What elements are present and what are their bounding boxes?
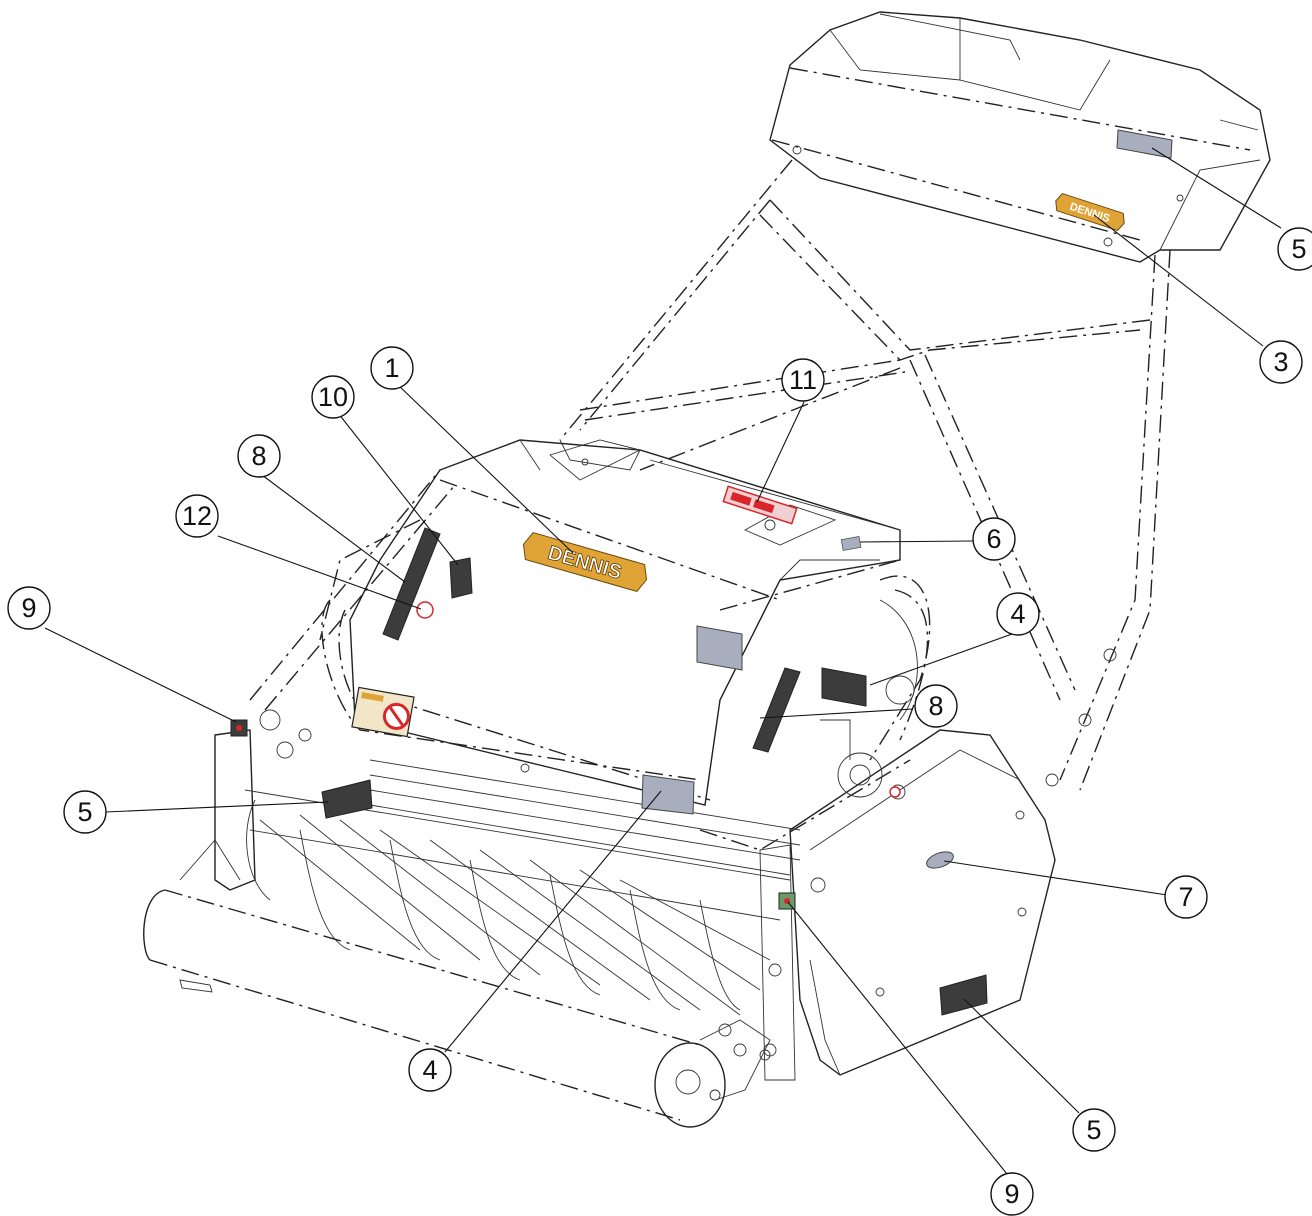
decal-11: [722, 485, 798, 525]
callout-11: 11: [781, 358, 825, 402]
left-side-plate: [179, 469, 456, 891]
callout-12: 12: [175, 494, 219, 538]
logo-decal-hood: DENNIS: [522, 531, 648, 593]
svg-text:6: 6: [986, 524, 1001, 554]
mower-body: [349, 439, 901, 806]
decal-12: [416, 601, 434, 619]
decals: DENNIS DENNIS: [230, 129, 1173, 1016]
callout-5-bottom: 5: [1072, 1108, 1116, 1152]
decal-5-box: [1116, 129, 1173, 159]
decal-red-dot: [889, 786, 901, 798]
svg-text:3: 3: [1273, 347, 1288, 377]
logo-decal-box: DENNIS: [1055, 192, 1125, 232]
callouts: 1 10 8 12 9 5 11 6: [7, 227, 1312, 1216]
decal-4-front: [641, 774, 695, 815]
callout-4-right: 4: [996, 592, 1040, 636]
callout-6: 6: [972, 517, 1016, 561]
callout-5-top: 5: [1277, 227, 1312, 271]
decal-4-right: [821, 667, 867, 707]
right-side-guard: [759, 648, 1117, 1081]
front-roller: [143, 889, 771, 1128]
svg-text:5: 5: [1086, 1115, 1101, 1145]
callout-3: 3: [1259, 340, 1303, 384]
svg-text:4: 4: [422, 1055, 437, 1085]
callout-5-left: 5: [63, 790, 107, 834]
callout-7: 7: [1164, 875, 1208, 919]
svg-text:1: 1: [384, 353, 399, 383]
warning-decal: [351, 686, 415, 738]
drive-unit: [820, 599, 918, 798]
callout-4-bottom: 4: [408, 1048, 452, 1092]
decal-5-front: [321, 779, 373, 819]
decal-8-left: [382, 527, 441, 641]
decal-9-left-dot: [236, 725, 242, 731]
callout-8-left: 8: [237, 434, 281, 478]
callout-1: 1: [370, 346, 414, 390]
svg-text:4: 4: [1010, 599, 1025, 629]
leader-lines: [44, 147, 1282, 1175]
svg-text:5: 5: [1291, 234, 1306, 264]
svg-text:12: 12: [182, 501, 212, 531]
callout-8-right: 8: [914, 684, 958, 728]
grass-box: [769, 11, 1271, 263]
callout-10: 10: [311, 375, 355, 419]
svg-text:10: 10: [318, 382, 348, 412]
handle-frame: [559, 159, 1171, 791]
svg-text:8: 8: [251, 441, 266, 471]
callout-9-left: 9: [7, 586, 51, 630]
callout-9-bottom: 9: [990, 1172, 1034, 1216]
svg-text:7: 7: [1178, 882, 1193, 912]
svg-text:11: 11: [789, 365, 817, 395]
svg-text:9: 9: [21, 593, 36, 623]
svg-text:9: 9: [1004, 1179, 1019, 1209]
decal-10: [449, 557, 473, 599]
decal-8-right: [752, 667, 801, 753]
decal-6: [840, 536, 862, 551]
svg-text:8: 8: [928, 691, 943, 721]
decal-4-hood: [696, 625, 743, 671]
decal-7: [926, 851, 954, 869]
decal-5-guard: [939, 974, 988, 1016]
svg-text:5: 5: [77, 797, 92, 827]
